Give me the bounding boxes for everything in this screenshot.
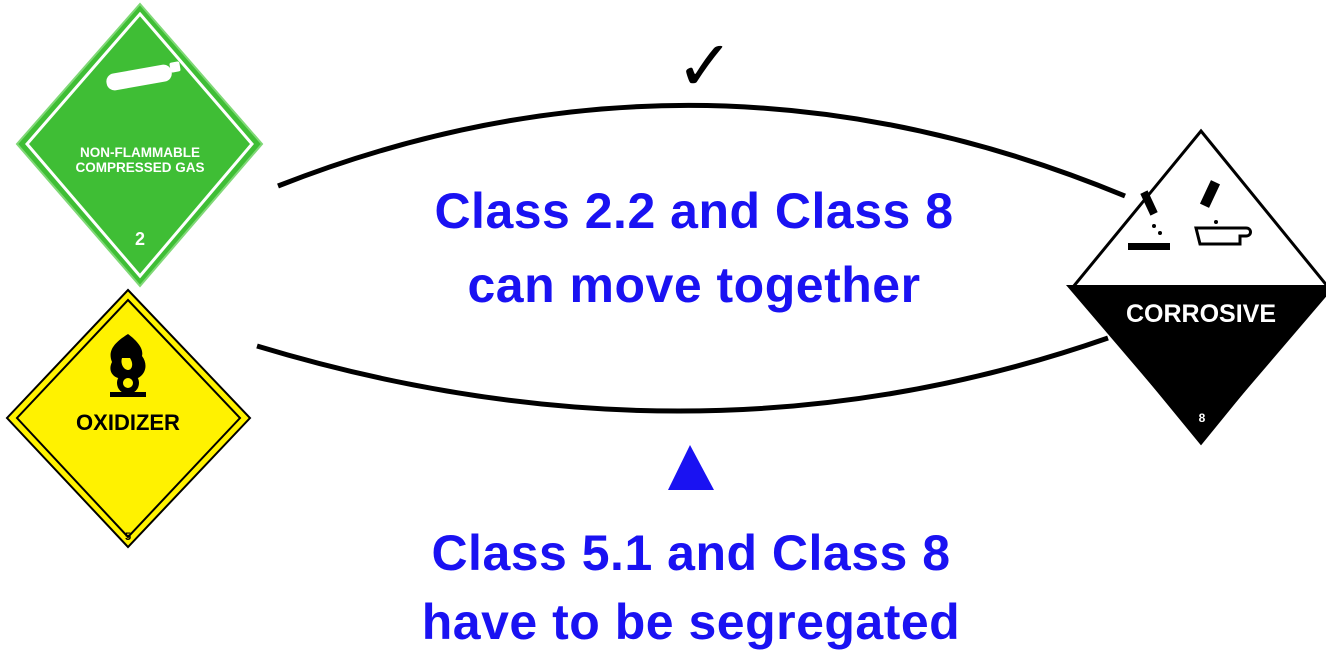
compatible-caption-line1: Class 2.2 and Class 8 — [434, 183, 954, 239]
gas-cylinder-icon — [106, 61, 181, 91]
warning-triangle-icon — [668, 445, 714, 490]
gas-placard-line1: NON-FLAMMABLE — [80, 145, 200, 160]
oxidizer-placard: OXIDIZER 5 — [5, 288, 252, 549]
gas-placard-line2: COMPRESSED GAS — [75, 160, 204, 175]
oxidizer-number: 5 — [125, 531, 131, 543]
compatible-caption-line2: can move together — [467, 257, 921, 313]
gas-placard-number: 2 — [135, 229, 145, 249]
compatible-curve — [277, 103, 1126, 199]
flame-over-circle-icon — [110, 334, 146, 397]
corrosive-label: CORROSIVE — [1126, 300, 1276, 328]
segregation-caption-line2: have to be segregated — [421, 594, 961, 650]
nonflammable-gas-placard: NON-FLAMMABLE COMPRESSED GAS 2 — [15, 2, 264, 288]
segregation-curve — [256, 335, 1109, 414]
corrosive-number: 8 — [1199, 411, 1206, 425]
corrosive-placard: CORROSIVE 8 — [1066, 128, 1326, 446]
oxidizer-label: OXIDIZER — [76, 410, 180, 435]
corrosive-liquid-icon — [1128, 180, 1252, 250]
segregation-caption-line1: Class 5.1 and Class 8 — [431, 525, 951, 581]
check-mark-icon: ✓ — [676, 25, 735, 107]
